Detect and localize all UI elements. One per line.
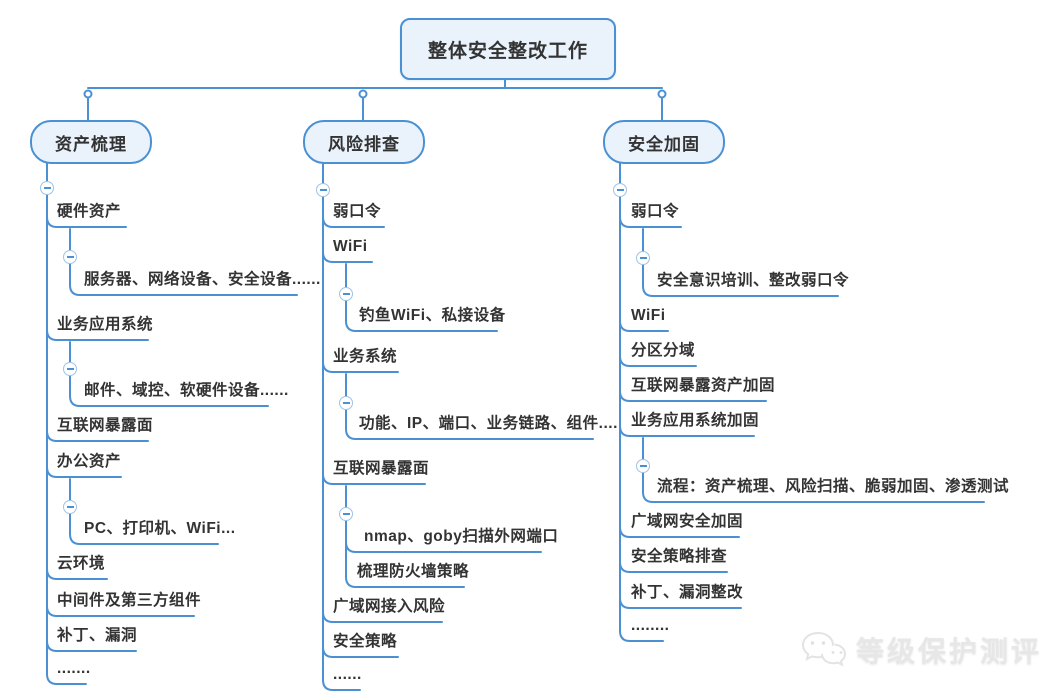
topic-node[interactable]: 广域网安全加固 <box>631 513 744 530</box>
root-stem-line <box>87 78 663 121</box>
subtopic-node[interactable]: 钓鱼WiFi、私接设备 <box>359 307 506 324</box>
topic-node[interactable]: 弱口令 <box>631 203 680 220</box>
branch-lines-middle <box>322 159 594 691</box>
topic-node[interactable]: 业务应用系统加固 <box>631 412 760 429</box>
minus-icon <box>639 465 647 467</box>
wechat-icon <box>801 631 847 667</box>
topic-node[interactable]: 互联网暴露面 <box>333 460 430 477</box>
collapse-toggle-icon[interactable] <box>613 183 627 197</box>
minus-icon <box>66 368 74 370</box>
connector-dot <box>657 89 667 99</box>
topic-node[interactable]: 硬件资产 <box>57 203 122 220</box>
topic-node[interactable]: 安全策略排查 <box>631 548 728 565</box>
topic-node[interactable]: 互联网暴露面 <box>57 417 154 434</box>
minus-icon <box>66 506 74 508</box>
subtopic-node[interactable]: PC、打印机、WiFi... <box>84 520 236 537</box>
minus-icon <box>616 189 624 191</box>
minus-icon <box>66 256 74 258</box>
collapse-toggle-icon[interactable] <box>40 181 54 195</box>
minus-icon <box>342 402 350 404</box>
topic-node[interactable]: 互联网暴露资产加固 <box>631 377 776 394</box>
topic-node[interactable]: 分区分域 <box>631 342 696 359</box>
collapse-toggle-icon[interactable] <box>63 500 77 514</box>
connector-dot <box>83 89 93 99</box>
topic-node[interactable]: 补丁、漏洞整改 <box>631 584 744 601</box>
watermark: 等级保护测评 <box>800 630 1042 670</box>
branch-lines-left <box>46 159 298 685</box>
topic-node[interactable]: 补丁、漏洞 <box>57 627 138 644</box>
watermark-text: 等级保护测评 <box>856 636 1043 667</box>
subtopic-node[interactable]: 安全意识培训、整改弱口令 <box>657 272 850 289</box>
minus-icon <box>342 513 350 515</box>
collapse-toggle-icon[interactable] <box>339 287 353 301</box>
topic-node[interactable]: ...... <box>333 666 362 683</box>
topic-node[interactable]: 中间件及第三方组件 <box>57 592 202 609</box>
subtopic-node[interactable]: 功能、IP、端口、业务链路、组件.... <box>359 415 618 432</box>
collapse-toggle-icon[interactable] <box>339 396 353 410</box>
subtopic-node[interactable]: nmap、goby扫描外网端口 <box>364 528 559 545</box>
topic-node[interactable]: 广域网接入风险 <box>333 598 446 615</box>
minus-icon <box>43 187 51 189</box>
branch-node-risk[interactable]: 风险排查 <box>303 120 425 164</box>
collapse-toggle-icon[interactable] <box>636 251 650 265</box>
collapse-toggle-icon[interactable] <box>63 362 77 376</box>
topic-node[interactable]: 办公资产 <box>57 453 122 470</box>
topic-node[interactable]: 业务应用系统 <box>57 316 154 333</box>
topic-node[interactable]: 弱口令 <box>333 203 382 220</box>
collapse-toggle-icon[interactable] <box>316 183 330 197</box>
topic-node[interactable]: WiFi <box>333 238 368 255</box>
topic-node[interactable]: 安全策略 <box>333 633 398 650</box>
topic-node[interactable]: WiFi <box>631 307 666 324</box>
collapse-toggle-icon[interactable] <box>339 507 353 521</box>
minus-icon <box>342 293 350 295</box>
subtopic-node[interactable]: 邮件、域控、软硬件设备...... <box>84 382 289 399</box>
subtopic-node[interactable]: 服务器、网络设备、安全设备...... <box>84 271 321 288</box>
branch-lines-right <box>619 159 985 642</box>
branch-node-hardening[interactable]: 安全加固 <box>603 120 725 164</box>
root-node[interactable]: 整体安全整改工作 <box>400 18 616 80</box>
minus-icon <box>639 257 647 259</box>
branch-node-assets[interactable]: 资产梳理 <box>30 120 152 164</box>
topic-node[interactable]: 云环境 <box>57 555 106 572</box>
topic-node[interactable]: ....... <box>57 660 91 677</box>
collapse-toggle-icon[interactable] <box>63 250 77 264</box>
topic-node[interactable]: ........ <box>631 617 670 634</box>
connector-dot <box>358 89 368 99</box>
collapse-toggle-icon[interactable] <box>636 459 650 473</box>
minus-icon <box>319 189 327 191</box>
topic-node[interactable]: 业务系统 <box>333 348 398 365</box>
subtopic-node[interactable]: 流程：资产梳理、风险扫描、脆弱加固、渗透测试 <box>657 478 1010 495</box>
subtopic-node[interactable]: 梳理防火墙策略 <box>357 563 470 580</box>
